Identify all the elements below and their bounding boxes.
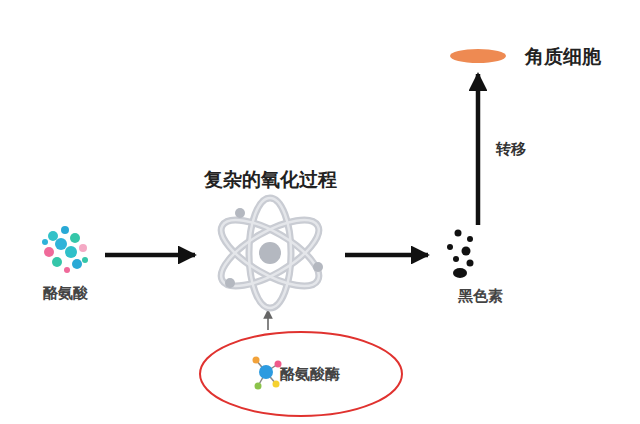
edge-label: 转移 bbox=[494, 140, 528, 159]
tyrosine-node: 酪氨酸 bbox=[25, 222, 105, 310]
atom-orbit-highlight bbox=[212, 207, 328, 298]
melanin-granule bbox=[467, 260, 474, 267]
atom-electron bbox=[313, 262, 323, 272]
enzyme-icon bbox=[253, 357, 282, 390]
atom-ball bbox=[42, 239, 48, 245]
atom-ball bbox=[82, 257, 88, 263]
atom-orbit-highlight bbox=[249, 198, 291, 308]
atom-orbit bbox=[249, 198, 291, 308]
melanin-granule bbox=[455, 230, 462, 237]
node-label: 复杂的氧化过程 bbox=[195, 167, 345, 193]
dots-illustration bbox=[436, 225, 486, 280]
node-label: 酪氨酸 bbox=[25, 284, 105, 303]
keratinocyte-node: 角质细胞 bbox=[440, 38, 625, 74]
atom-ball bbox=[55, 238, 67, 250]
melanin-granule bbox=[447, 244, 453, 250]
oxidation-process-node: 复杂的氧化过程 bbox=[195, 165, 345, 310]
cell-illustration bbox=[450, 49, 506, 63]
atom-ball bbox=[48, 231, 58, 241]
atom-electron bbox=[225, 278, 235, 288]
atom-orbit bbox=[212, 207, 328, 298]
enzyme-core bbox=[259, 365, 273, 379]
node-label: 酪氨酸酶 bbox=[280, 365, 340, 384]
atom-ball bbox=[65, 246, 77, 258]
atom-ball bbox=[64, 267, 70, 273]
keratinocyte-shape bbox=[450, 49, 506, 63]
molecule-illustration bbox=[35, 222, 95, 277]
node-label: 角质细胞 bbox=[525, 44, 601, 70]
flow-arrow bbox=[105, 253, 195, 258]
enzyme-atom bbox=[255, 383, 262, 390]
node-label: 黑色素 bbox=[448, 287, 512, 306]
atom-electron bbox=[235, 208, 245, 218]
atom-ball bbox=[52, 257, 62, 267]
highlight-ellipse bbox=[200, 332, 402, 416]
melanin-granule bbox=[467, 236, 473, 242]
melanin-granule bbox=[453, 256, 459, 262]
atom-orbit bbox=[212, 207, 328, 298]
atom-ball bbox=[44, 247, 54, 257]
atom-ball bbox=[79, 244, 87, 252]
atom-illustration bbox=[195, 197, 345, 309]
thin-arrow bbox=[267, 310, 269, 330]
atom-nucleus bbox=[259, 242, 281, 264]
atom-ball bbox=[72, 259, 82, 269]
enzyme-atom bbox=[273, 381, 280, 388]
melanin-granule bbox=[462, 247, 471, 256]
tyrosinase-node: 酪氨酸酶 bbox=[198, 330, 404, 418]
atom-orbit-highlight bbox=[212, 207, 328, 298]
melanin-node: 黑色素 bbox=[428, 225, 512, 310]
atom-ball bbox=[70, 233, 80, 243]
enzyme-atom bbox=[253, 357, 260, 364]
flow-arrow bbox=[476, 74, 481, 225]
flow-arrow bbox=[345, 253, 428, 258]
atom-ball bbox=[61, 226, 69, 234]
melanin-granule bbox=[453, 268, 467, 278]
